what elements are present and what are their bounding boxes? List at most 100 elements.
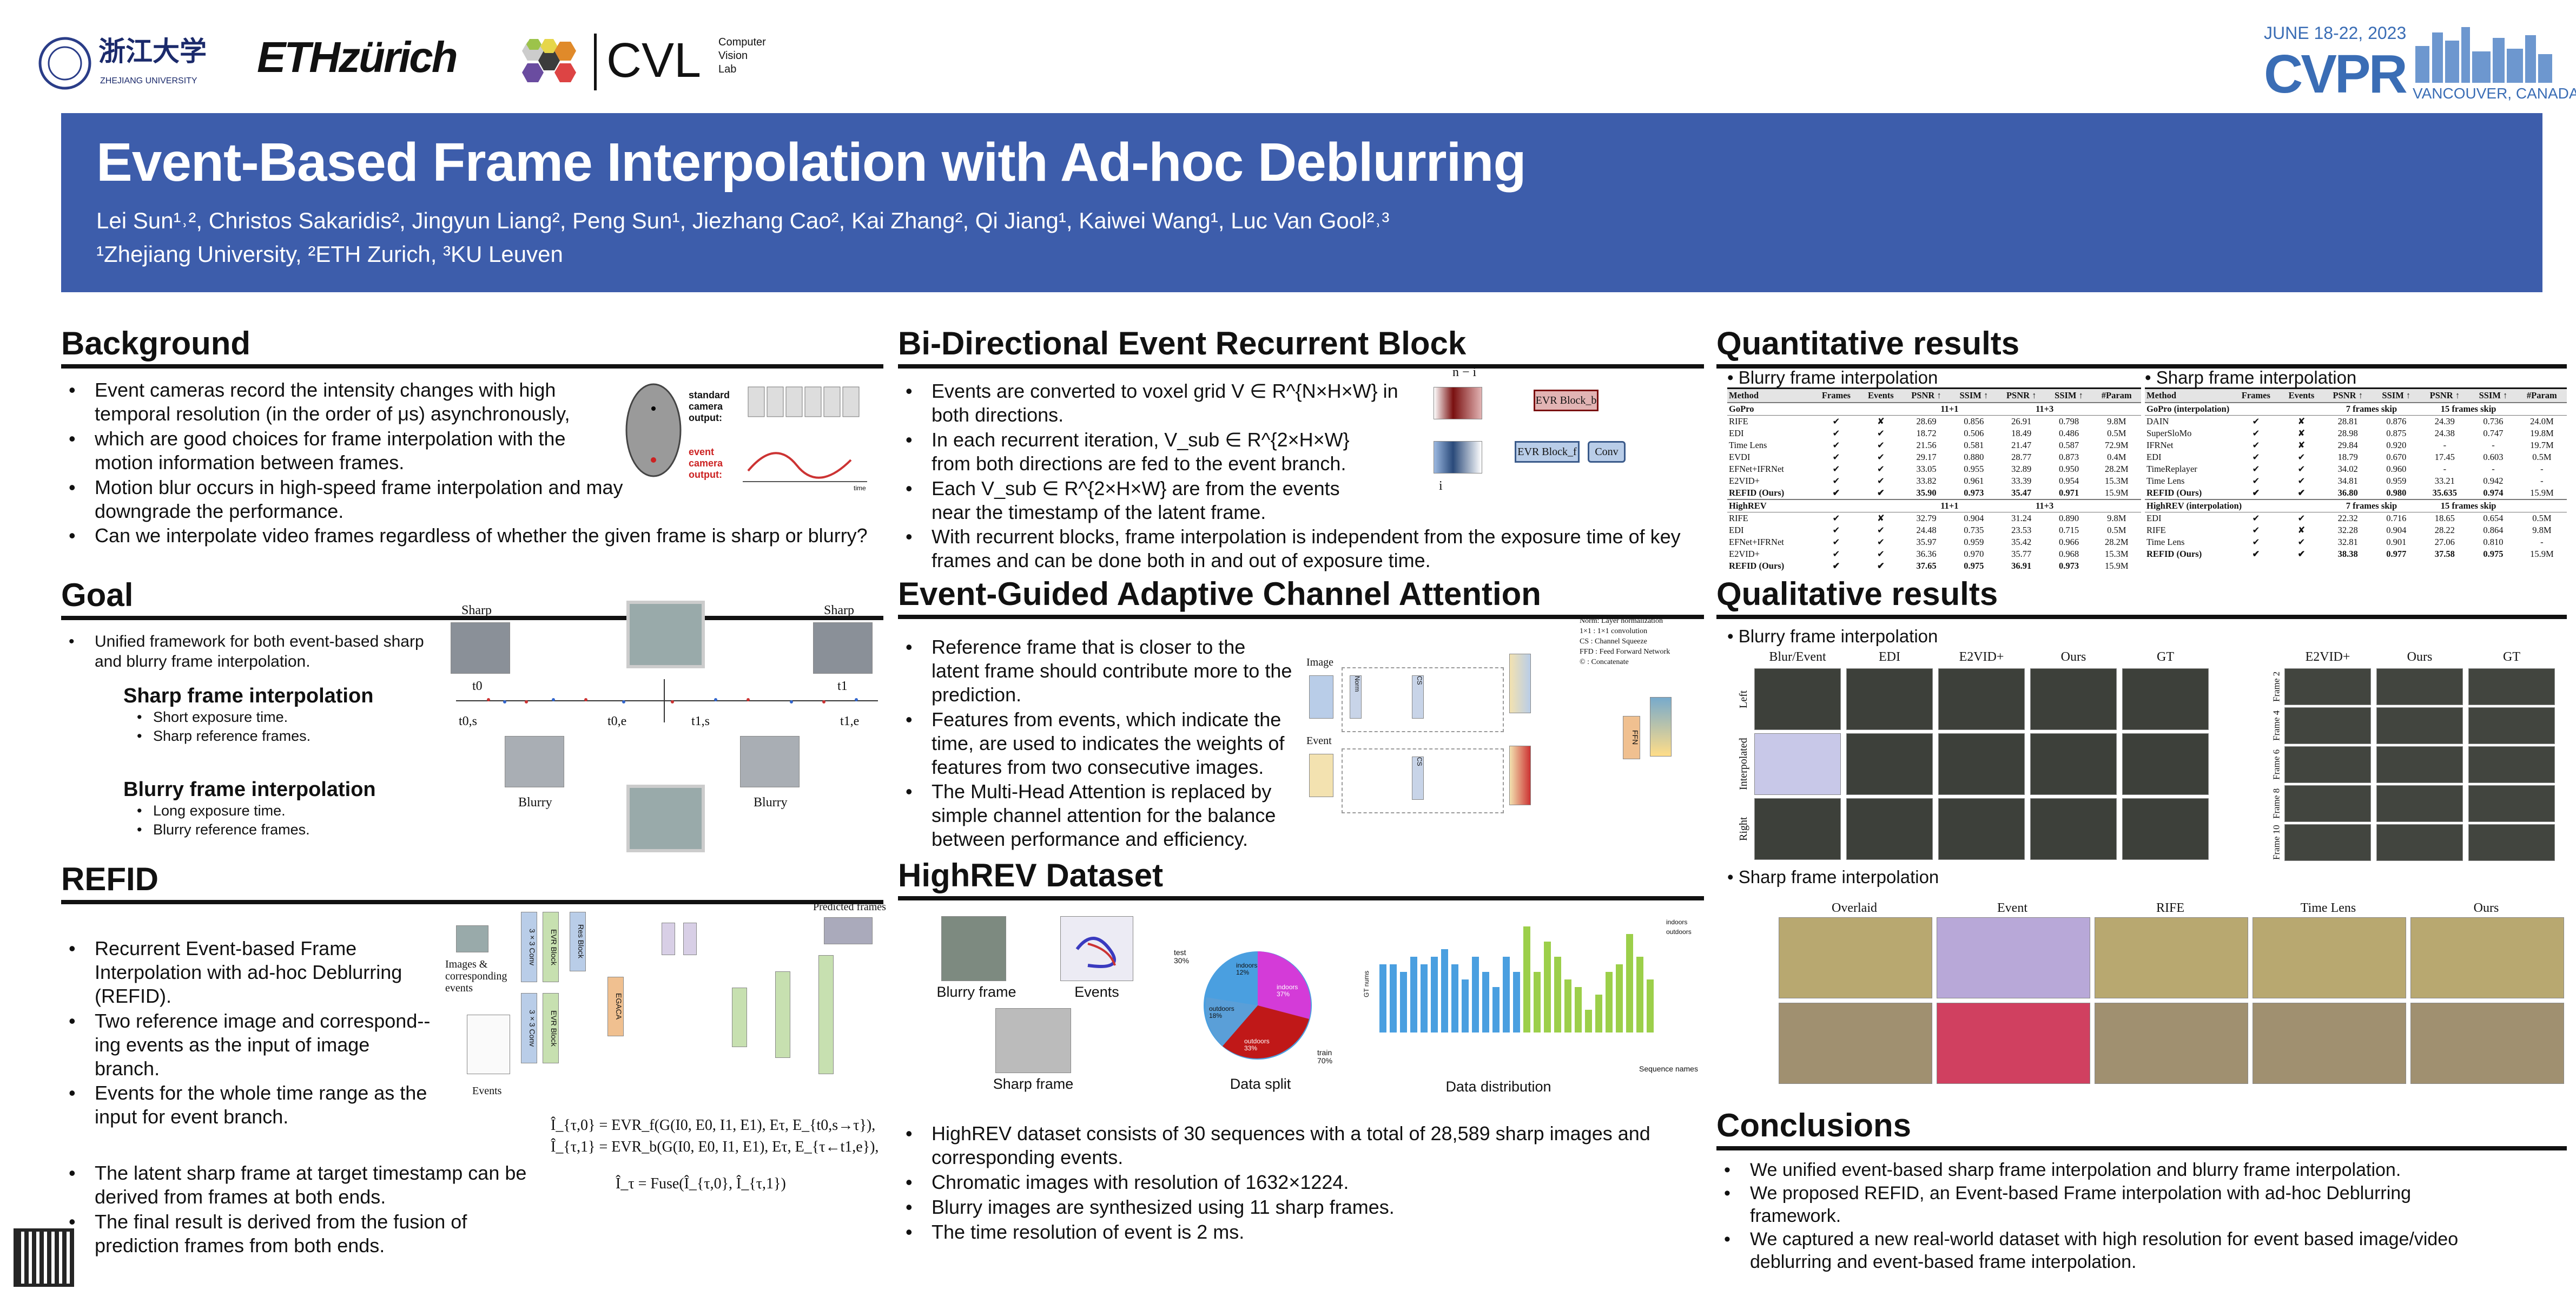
row-label: Interpolated <box>1738 738 1749 791</box>
list-item: Events for the whole time range as the i… <box>61 1081 434 1129</box>
qr-code[interactable] <box>14 1228 74 1287</box>
result-image <box>2284 746 2371 783</box>
egaca-section: Event-Guided Adaptive Channel Attention … <box>898 575 1704 852</box>
distribution-bar <box>1441 949 1448 1032</box>
column-label: GT <box>2503 650 2520 664</box>
result-image <box>2122 798 2209 860</box>
cvl-logo-hexagons <box>517 39 584 88</box>
column-label: EDI <box>1879 650 1900 664</box>
skyline-icon <box>2415 27 2552 83</box>
result-image <box>1754 733 1841 795</box>
result-image <box>1938 733 2025 795</box>
result-image <box>2030 798 2117 860</box>
distribution-bar <box>1616 964 1623 1032</box>
section-heading: Conclusions <box>1716 1107 2567 1150</box>
result-image <box>1937 917 2090 998</box>
refid-equations: Î_{τ,0} = EVR_f(G(I0, E0, I1, E1), Eτ, E… <box>551 1117 879 1192</box>
result-image <box>2095 917 2248 998</box>
list-item: The time resolution of event is 2 ms. <box>898 1220 1704 1244</box>
zju-logo: 浙江大学 ZHEJIANG UNIVERSITY <box>38 34 233 93</box>
result-image <box>1937 1003 2090 1084</box>
sharp-frame-image <box>813 622 873 674</box>
distribution-bar <box>1513 972 1520 1032</box>
section-heading: Event-Guided Adaptive Channel Attention <box>898 575 1704 619</box>
row-label: Left <box>1738 690 1749 708</box>
blurry-frame-image <box>941 916 1006 981</box>
frame-label: Frame 2 <box>2271 671 2282 702</box>
distribution-bar <box>1564 979 1571 1032</box>
latent-frame-image <box>626 785 705 852</box>
evr-block-b: EVR Block_b <box>1534 390 1599 411</box>
result-image <box>2284 668 2371 705</box>
cvpr-logo: JUNE 18-22, 2023 CVPR VANCOUVER, CANADA <box>2264 23 2576 104</box>
affiliations: ¹Zhejiang University, ²ETH Zurich, ³KU L… <box>96 241 563 267</box>
evr-block-f: EVR Block_f <box>1515 441 1580 463</box>
result-image <box>1779 917 1932 998</box>
frame-label: Frame 4 <box>2271 710 2282 741</box>
section-heading: Goal <box>61 576 883 620</box>
column-label: Ours <box>2407 650 2433 664</box>
section-heading: REFID <box>61 860 883 904</box>
list-item: In each recurrent iteration, V_sub ∈ R^{… <box>898 428 1374 476</box>
column-label: E2VID+ <box>1959 650 2004 664</box>
list-item: The Multi-Head Attention is replaced by … <box>898 780 1296 851</box>
result-image <box>1846 798 1933 860</box>
result-image <box>2376 668 2463 705</box>
list-item: With recurrent blocks, frame interpolati… <box>898 525 1704 573</box>
column-label: Blur/Event <box>1769 650 1826 664</box>
distribution-bar <box>1482 972 1489 1032</box>
column-label: E2VID+ <box>2305 650 2350 664</box>
blurry-frame-image <box>740 736 800 787</box>
background-section: Background Event cameras record the inte… <box>61 325 883 549</box>
list-item: The latent sharp frame at target timesta… <box>61 1161 543 1209</box>
distribution-bar <box>1534 972 1541 1032</box>
result-image <box>2284 707 2371 744</box>
distribution-bar <box>1575 987 1582 1032</box>
distribution-bar <box>1606 972 1613 1032</box>
sharp-frame-image <box>995 1008 1071 1073</box>
refid-architecture-figure: Images & corresponding events Events Pre… <box>445 901 886 1097</box>
egaca-figure: Image Event Norm CS CS FFN Norm: Layer n… <box>1304 616 1704 849</box>
column-label: Ours <box>2060 650 2086 664</box>
blurry-frame-image <box>505 736 564 787</box>
frame-label: Frame 8 <box>2271 788 2282 819</box>
result-image <box>2376 785 2463 822</box>
result-image <box>2095 1003 2248 1084</box>
list-item: Two reference image and correspond--ing … <box>61 1009 434 1081</box>
distribution-bar <box>1472 957 1479 1032</box>
result-image <box>2122 668 2209 730</box>
conclusions-section: Conclusions We unified event-based sharp… <box>1716 1107 2567 1274</box>
list-item: We unified event-based sharp frame inter… <box>1716 1159 2474 1182</box>
frame-label: Frame 10 <box>2271 825 2282 860</box>
list-item: Motion blur occurs in high-speed frame i… <box>61 476 624 523</box>
goal-timeline-figure: Sharp Sharp t0 t1 t0,s t0,e t1,s t1,e Bl… <box>445 598 883 852</box>
authors: Lei Sun¹˒², Christos Sakaridis², Jingyun… <box>96 208 1390 233</box>
poster-title: Event-Based Frame Interpolation with Ad-… <box>96 132 1527 193</box>
result-image <box>2376 707 2463 744</box>
list-item: The final result is derived from the fus… <box>61 1210 543 1258</box>
list-item: Features from events, which indicate the… <box>898 708 1296 779</box>
result-image <box>2376 824 2463 861</box>
sharp-frame-image <box>451 622 510 674</box>
result-image <box>2468 746 2555 783</box>
distribution-bar <box>1400 972 1407 1032</box>
result-image <box>2253 917 2406 998</box>
list-item: Chromatic images with resolution of 1632… <box>898 1170 1704 1194</box>
evr-block-figure: n − i i EVR Block_b EVR Block_f Conv <box>1434 365 1704 498</box>
result-image <box>1754 668 1841 730</box>
list-item: We proposed REFID, an Event-based Frame … <box>1716 1182 2474 1227</box>
result-image <box>2468 668 2555 705</box>
